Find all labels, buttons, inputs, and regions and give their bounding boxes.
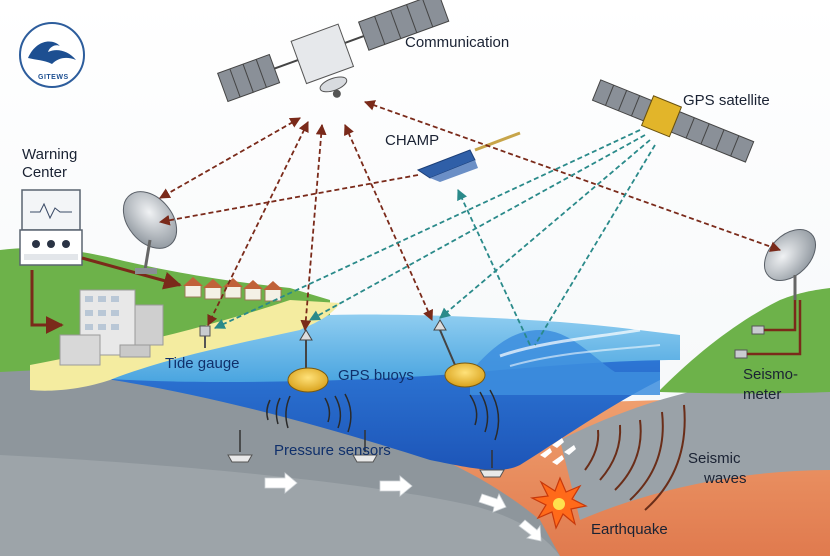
seismometer-icon <box>734 300 802 359</box>
gitews-logo-icon <box>19 22 85 88</box>
label-gps-buoys: GPS buoys <box>338 367 414 384</box>
pressure-sensor-icon <box>479 450 505 478</box>
label-warning-center-line2: Center <box>22 164 68 181</box>
gps-buoy-icon <box>433 319 486 388</box>
label-gps-satellite: GPS satellite <box>683 92 770 109</box>
label-seismometer-line2: meter <box>743 386 782 403</box>
right-land <box>660 288 830 394</box>
tsunami-wave <box>470 330 660 395</box>
dish-antenna-icon <box>122 191 178 274</box>
tide-gauge-icon <box>199 325 211 348</box>
plate-motion-arrow-icon <box>264 472 542 542</box>
earthquake-burst-icon <box>529 476 588 530</box>
label-pressure-sensors: Pressure sensors <box>274 442 391 459</box>
slab-band <box>0 455 560 556</box>
pressure-sensor-icon <box>227 430 253 463</box>
building-icon <box>59 289 164 366</box>
communication-satellite-icon <box>217 0 450 103</box>
gps-links <box>214 129 656 346</box>
uplift-arrow-icon <box>540 438 576 465</box>
acoustic-signal-arcs <box>266 389 500 441</box>
logo-text: GITEWS <box>38 74 69 81</box>
seismic-wave-arcs <box>584 404 686 511</box>
label-seismometer-line1: Seismo- <box>743 366 799 383</box>
label-seismic-waves-line1: Seismic <box>688 450 741 467</box>
continental-plate <box>560 370 830 520</box>
label-communication: Communication <box>405 34 510 51</box>
pressure-sensor-icon <box>352 430 378 463</box>
label-seismic-waves-line2: waves <box>704 470 747 487</box>
label-warning-center-line1: Warning <box>22 146 78 163</box>
label-tide-gauge: Tide gauge <box>165 355 240 372</box>
label-champ: CHAMP <box>385 132 440 149</box>
warning-center-monitor-icon <box>19 189 83 266</box>
warning-to-building-arrow <box>30 270 64 334</box>
gps-buoy-icon <box>287 329 329 393</box>
warning-to-village-arrow <box>81 256 182 290</box>
label-earthquake: Earthquake <box>591 521 668 538</box>
